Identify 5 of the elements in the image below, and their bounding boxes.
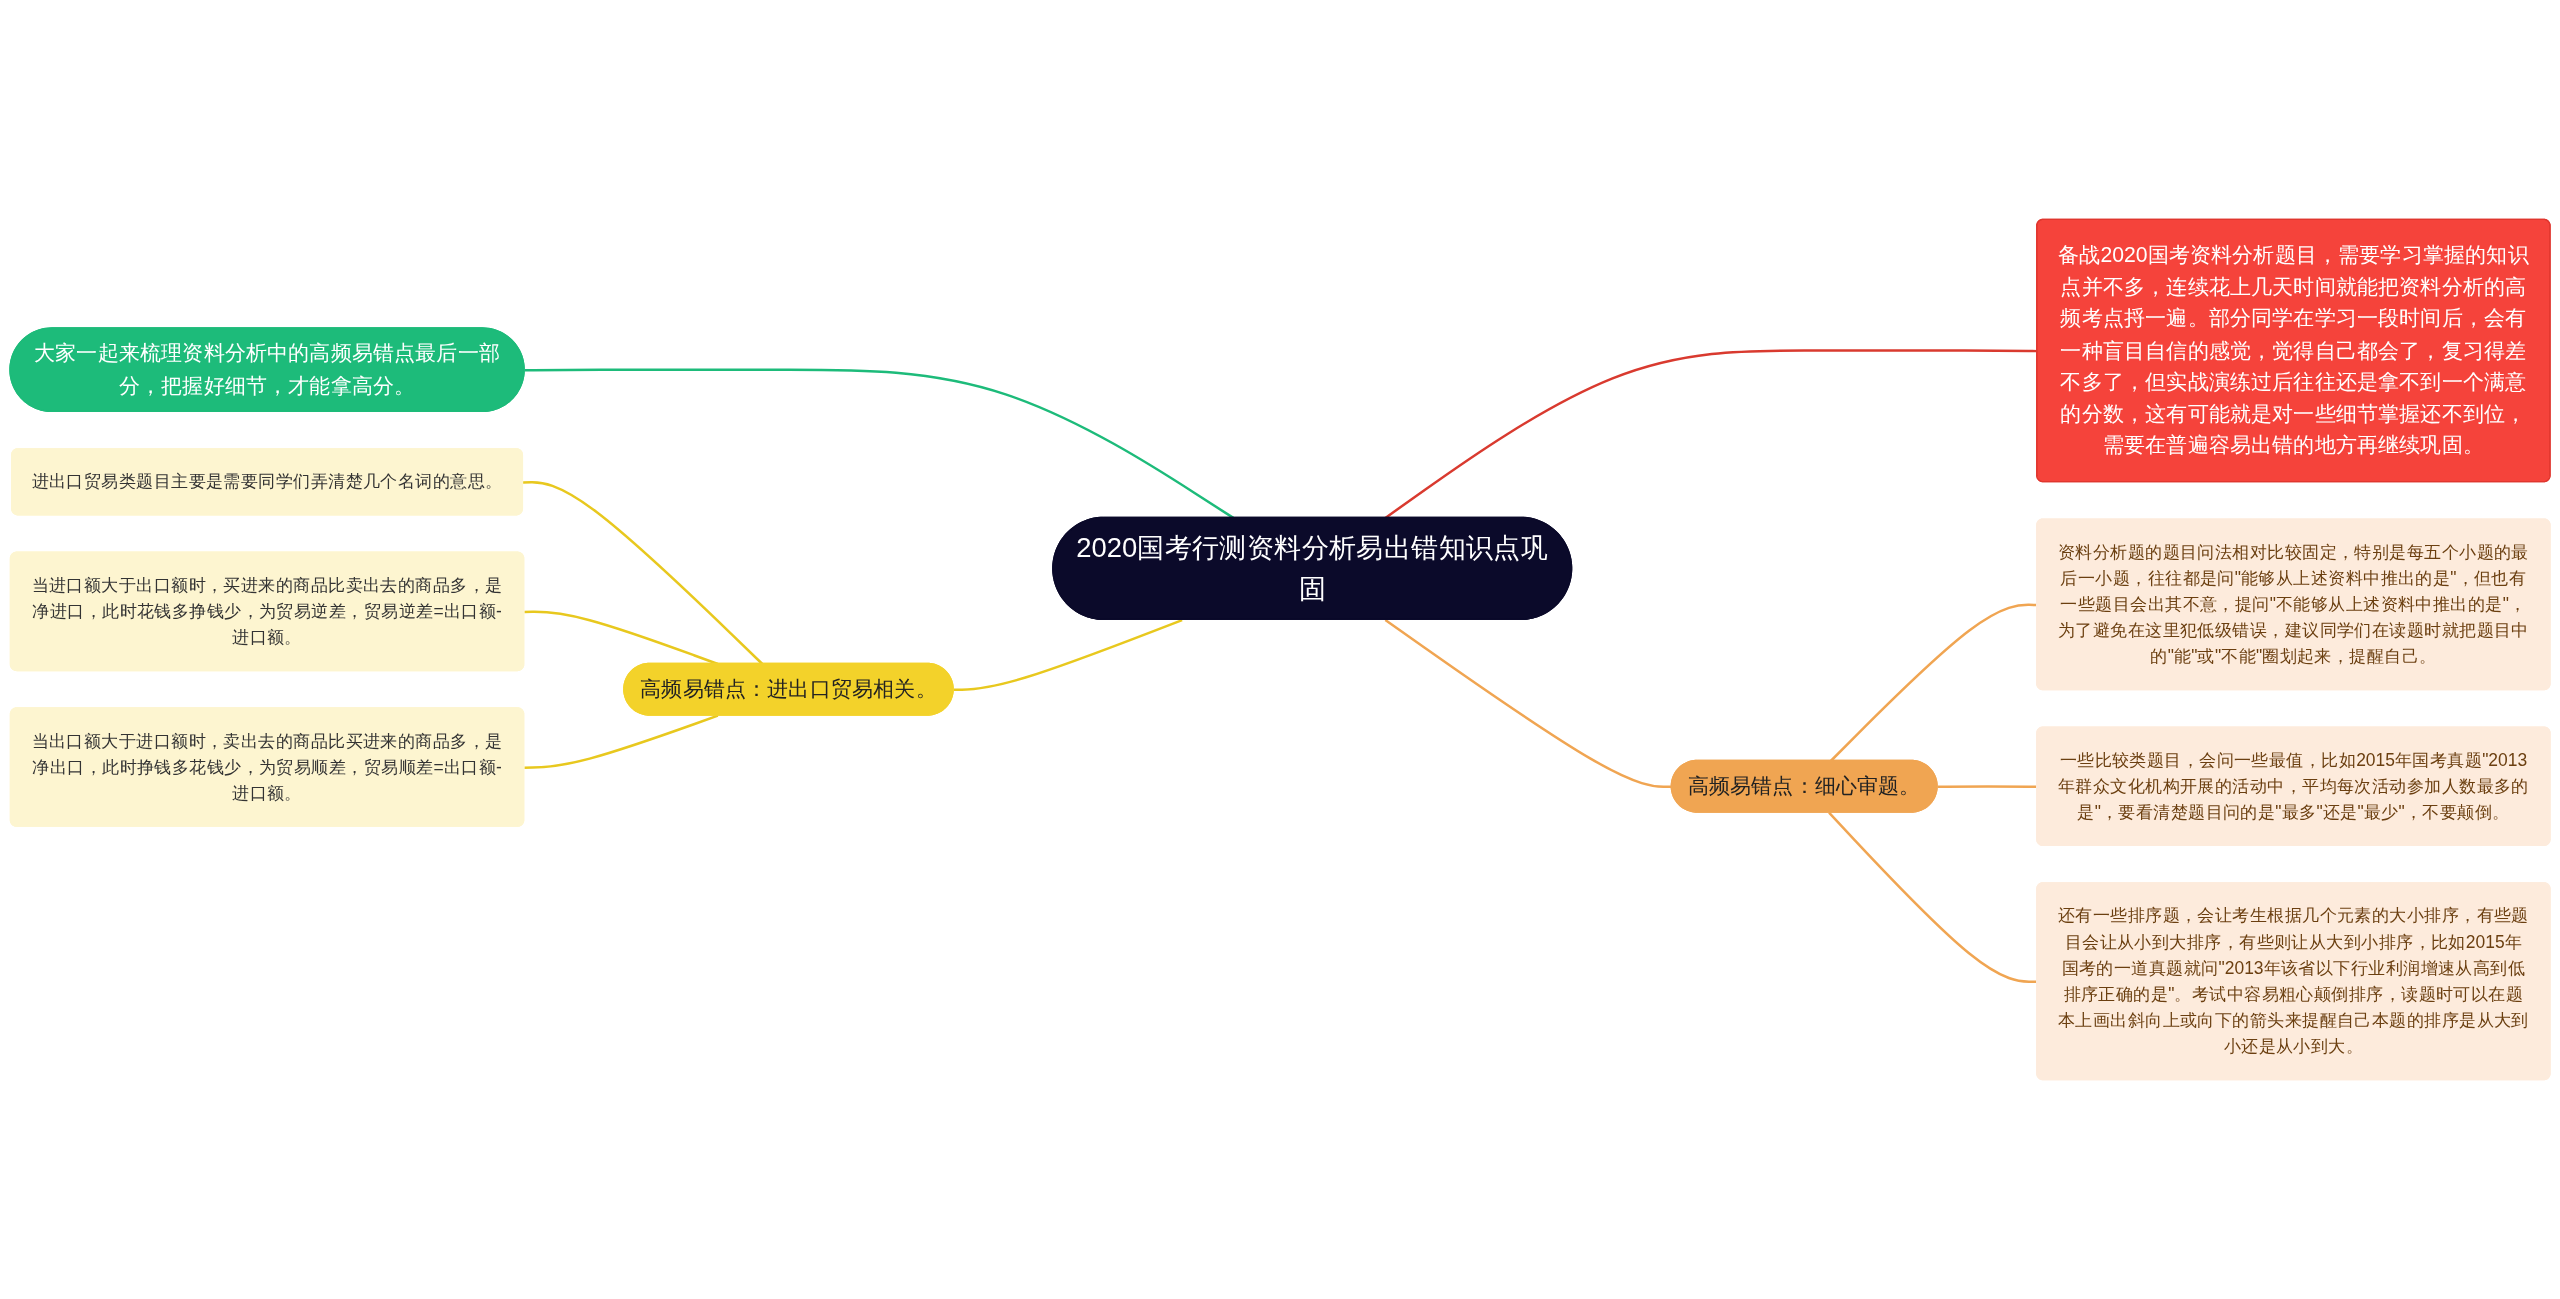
connector	[524, 368, 1234, 519]
connector	[524, 714, 719, 769]
connector	[523, 481, 764, 665]
connector	[953, 618, 1183, 692]
connector	[1384, 619, 1672, 789]
